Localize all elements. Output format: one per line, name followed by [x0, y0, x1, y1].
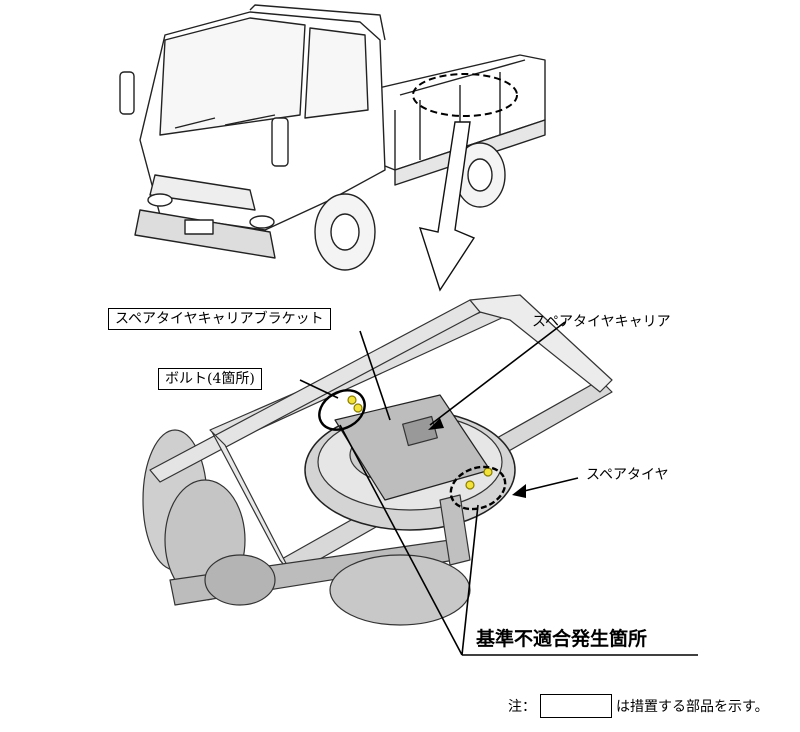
footnote: 注： は措置する部品を示す。	[508, 694, 769, 718]
leader-lines	[299, 321, 698, 656]
bracket-label: スペアタイヤキャリアブラケット	[108, 308, 331, 330]
carrier-label: スペアタイヤキャリア	[532, 314, 671, 330]
tire-label: スペアタイヤ	[586, 467, 669, 483]
defect-location-label: 基準不適合発生箇所	[476, 628, 648, 650]
chassis-illustration	[142, 294, 613, 626]
carrier-arrow-head	[428, 418, 444, 430]
bolt-marker	[483, 467, 493, 477]
tire-arrow-head	[512, 484, 526, 498]
bolt-label: ボルト(4箇所)	[158, 368, 262, 390]
defect-circle-left	[318, 389, 366, 431]
bolt-marker	[465, 480, 475, 490]
footnote-suffix: は措置する部品を示す。	[616, 699, 769, 715]
footnote-sample-box	[540, 694, 612, 718]
bolt-marker	[353, 403, 363, 413]
bolt-marker	[347, 395, 357, 405]
defect-circle-right	[449, 465, 507, 511]
truck-illustration	[119, 4, 546, 271]
bed-location-marker	[412, 73, 518, 117]
down-arrow	[418, 121, 476, 292]
footnote-prefix: 注：	[508, 699, 536, 715]
